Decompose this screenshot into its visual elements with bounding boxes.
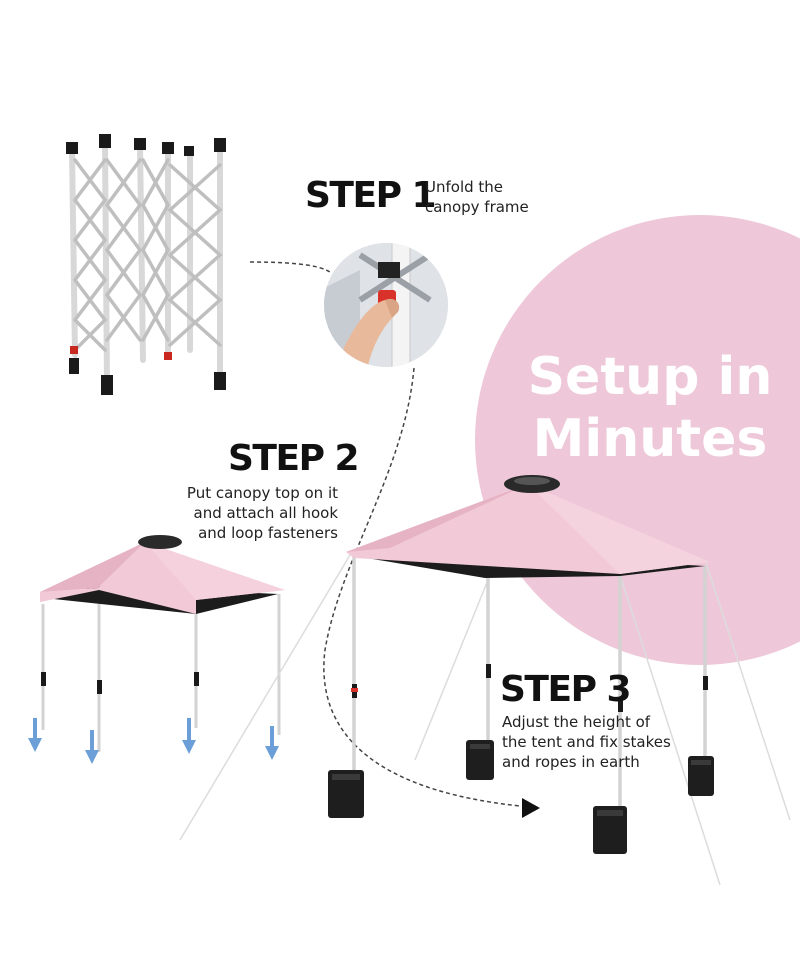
arrow-head-icon	[522, 798, 540, 818]
step3-title: STEP 3	[500, 669, 632, 710]
headline-line-2: Minutes	[532, 409, 768, 469]
step2-title: STEP 2	[228, 438, 360, 479]
folded-frame	[66, 134, 226, 395]
step1-desc-line2: canopy frame	[425, 198, 529, 216]
step3-desc: Adjust the height of the tent and fix st…	[502, 712, 671, 772]
tent-step2	[28, 535, 285, 764]
step2-desc: Put canopy top on it and attach all hook…	[187, 483, 338, 543]
step3-desc-line2: the tent and fix stakes	[502, 733, 671, 751]
headline-line-1: Setup in	[527, 347, 773, 407]
headline: Setup in Minutes	[500, 346, 800, 470]
dashed-guide-1	[249, 261, 331, 273]
step1-title: STEP 1	[305, 175, 437, 216]
dashed-guide-2	[323, 367, 521, 807]
step2-desc-line1: Put canopy top on it	[186, 484, 338, 502]
step2-desc-line3: and loop fasteners	[198, 524, 338, 542]
step2-desc-line2: and attach all hook	[193, 504, 339, 522]
step3-desc-line1: Adjust the height of	[502, 713, 651, 731]
step3-desc-line3: and ropes in earth	[502, 753, 640, 771]
tent-step3	[179, 475, 791, 886]
latch-detail-circle	[324, 243, 448, 367]
step1-desc: Unfold the canopy frame	[425, 177, 529, 217]
step1-desc-line1: Unfold the	[425, 178, 504, 196]
